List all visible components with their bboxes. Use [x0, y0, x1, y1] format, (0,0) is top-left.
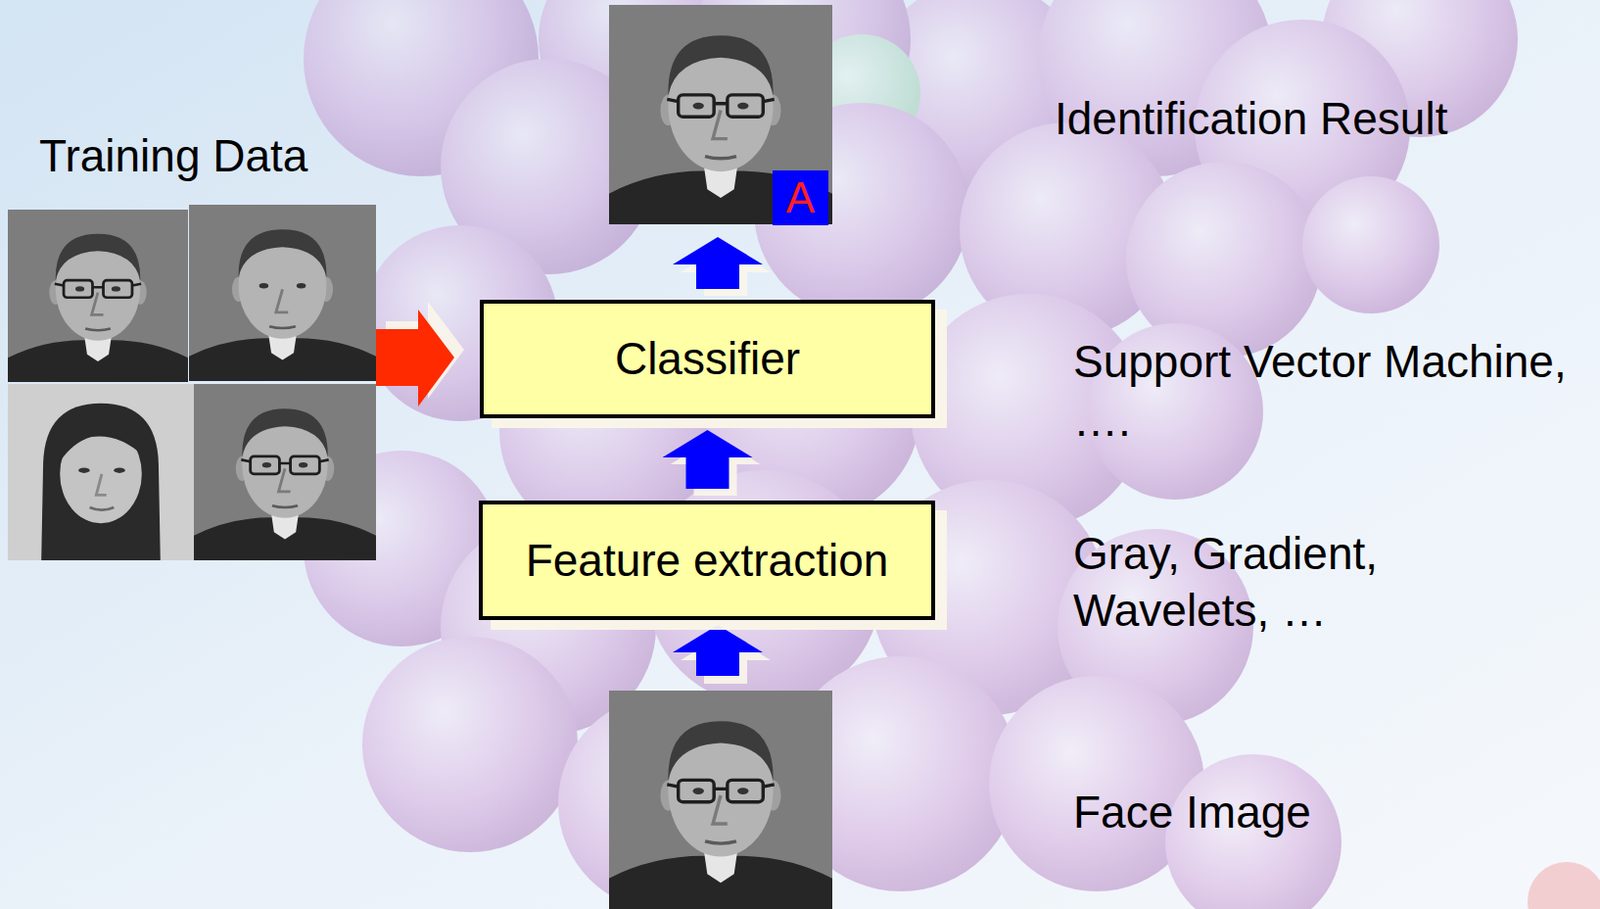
node-text: A [786, 176, 815, 220]
section-label: Training Data [39, 129, 308, 184]
balloon-cluster [303, 0, 1518, 909]
face-photo [7, 383, 194, 561]
annotation-label: Face Image [1073, 785, 1312, 840]
flow-arrow [672, 236, 763, 289]
process-box: Feature extraction [478, 500, 936, 620]
glasses [666, 779, 774, 801]
balloon [1302, 176, 1440, 314]
face-photo [7, 209, 189, 382]
glasses [54, 280, 142, 298]
flow-connector-group [662, 429, 761, 496]
glasses [666, 94, 774, 117]
glasses [240, 456, 329, 474]
result-photo [609, 4, 833, 225]
node-text: Classifier [614, 332, 800, 385]
process-box: Classifier [479, 299, 936, 419]
face-photo [193, 383, 377, 561]
flow-arrow [672, 624, 763, 676]
input-photo [609, 690, 833, 909]
training-arrow [376, 309, 455, 407]
training-photos [7, 204, 377, 561]
balloon [1527, 861, 1600, 909]
flow-arrow [662, 429, 753, 489]
annotation-label: Identification Result [1054, 92, 1448, 146]
node-text: Feature extraction [525, 534, 890, 587]
annotation-label: Gray, Gradient, Wavelets, … [1073, 525, 1465, 639]
face-photo [188, 204, 377, 381]
balloon [362, 636, 578, 852]
annotation-label: Support Vector Machine, …. [1073, 332, 1593, 451]
identity-badge: A [772, 170, 829, 226]
